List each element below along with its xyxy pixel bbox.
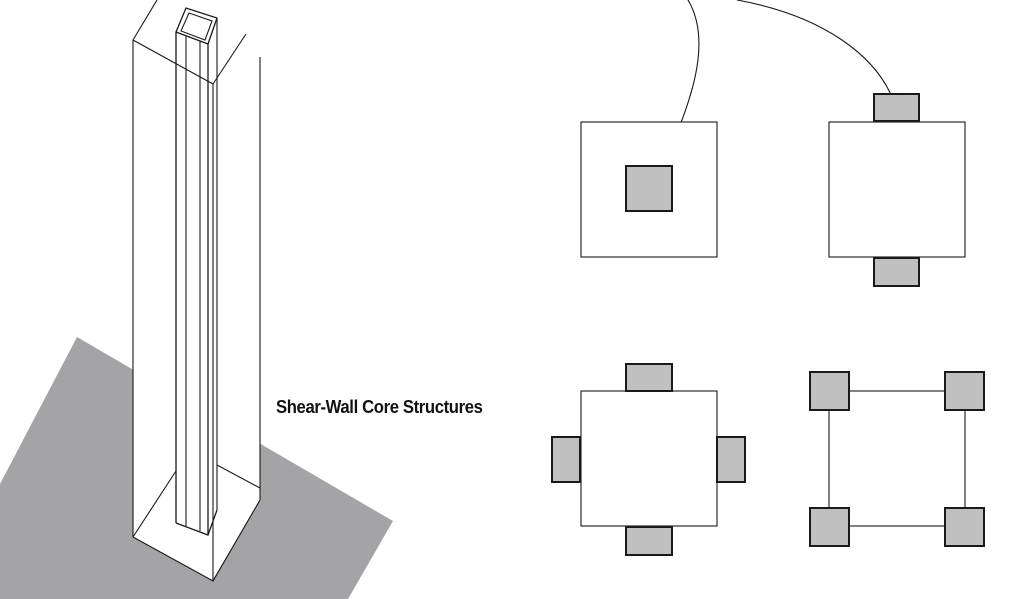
core-tube <box>175 7 218 536</box>
plan-two-cores <box>828 93 966 287</box>
tower-base-back-left <box>132 470 177 538</box>
plan-central-core <box>580 121 718 258</box>
core-top <box>625 363 673 392</box>
arrow-to-split-core <box>736 0 897 109</box>
core-left <box>551 436 581 483</box>
core-top <box>873 93 920 122</box>
tower-base <box>132 499 261 582</box>
plan-outline <box>580 390 718 527</box>
core-center <box>625 165 673 212</box>
plan-corner-cores <box>809 371 985 547</box>
diagram-caption: Shear-Wall Core Structures <box>276 396 483 417</box>
core-bottom-left <box>809 507 850 547</box>
core-bottom <box>873 257 920 287</box>
plan-outline <box>828 121 966 258</box>
core-right <box>716 436 746 483</box>
core-top-inner <box>180 12 213 41</box>
tower-body <box>133 0 260 581</box>
core-bottom <box>175 509 218 536</box>
plan-four-side-cores <box>551 363 746 556</box>
plan-outline <box>828 390 966 527</box>
tower-illustration <box>132 0 261 582</box>
tower-base-back-right <box>216 464 261 489</box>
tower-top-right <box>212 33 247 85</box>
core-top-right <box>944 371 985 411</box>
core-bottom-right <box>944 507 985 547</box>
core-bottom <box>625 526 673 556</box>
core-top-left <box>809 371 850 411</box>
